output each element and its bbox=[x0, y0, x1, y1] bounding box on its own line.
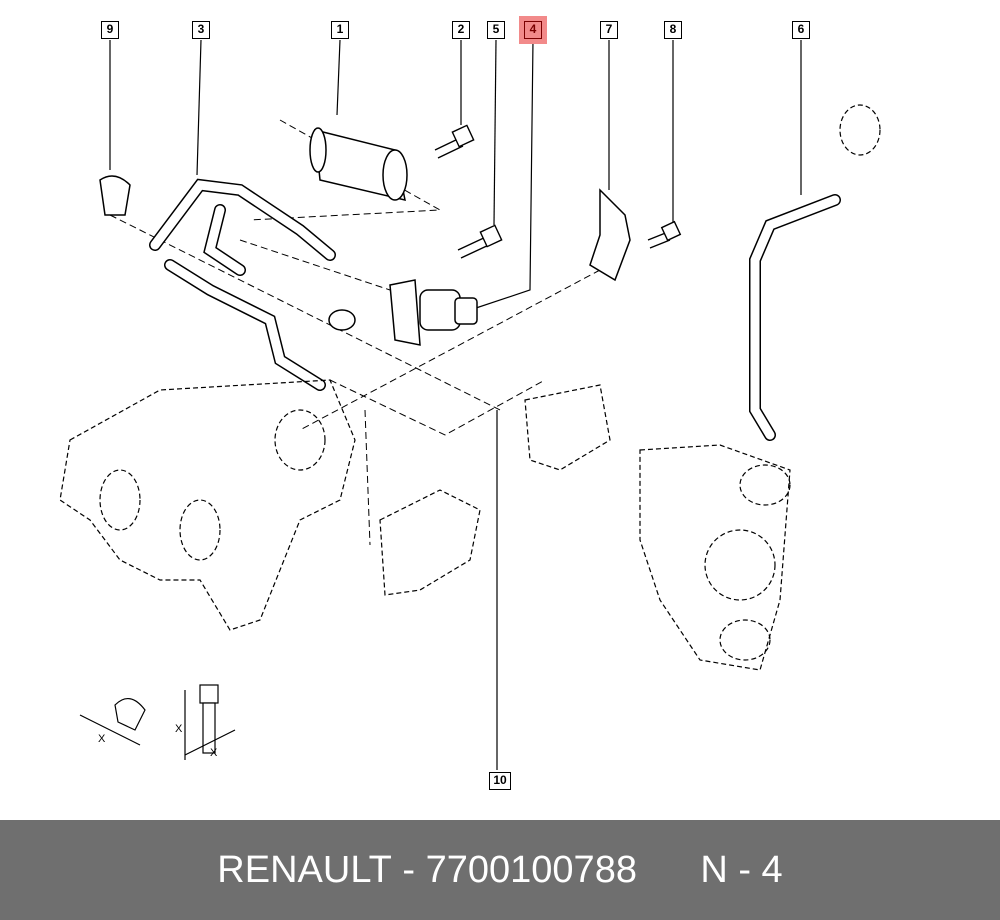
torque-legend bbox=[79, 684, 236, 760]
callout-2[interactable]: 2 bbox=[452, 21, 470, 39]
callout-6[interactable]: 6 bbox=[792, 21, 810, 39]
torque-mark-bolt-thread: X bbox=[210, 747, 218, 759]
hose-clamp-part-10 bbox=[328, 309, 356, 331]
bracket-part-7 bbox=[589, 188, 631, 282]
torque-mark-bolt-length: X bbox=[175, 723, 183, 735]
callout-9[interactable]: 9 bbox=[101, 21, 119, 39]
diagram-position: N - 4 bbox=[700, 848, 783, 891]
callout-1[interactable]: 1 bbox=[331, 21, 349, 39]
solenoid-valve-part-4 bbox=[389, 279, 478, 346]
clip-part-9 bbox=[99, 175, 131, 216]
brand: RENAULT bbox=[217, 848, 392, 891]
part-footer: RENAULT - 7700100788 N - 4 bbox=[0, 820, 1000, 920]
callout-5[interactable]: 5 bbox=[487, 21, 505, 39]
leader-lines bbox=[109, 39, 802, 770]
callout-3[interactable]: 3 bbox=[192, 21, 210, 39]
callout-8[interactable]: 8 bbox=[664, 21, 682, 39]
engine-context-outline bbox=[59, 104, 881, 671]
callout-10[interactable]: 10 bbox=[489, 772, 511, 790]
callout-4-highlighted[interactable]: 4 bbox=[519, 16, 547, 44]
torque-mark-clamp: X bbox=[98, 733, 106, 745]
separator: - bbox=[391, 848, 426, 891]
callout-7[interactable]: 7 bbox=[600, 21, 618, 39]
exploded-parts-diagram: X X X bbox=[59, 39, 881, 770]
gap bbox=[637, 849, 700, 892]
part-number: 7700100788 bbox=[425, 848, 637, 891]
fuel-filter-part-1 bbox=[309, 127, 408, 201]
